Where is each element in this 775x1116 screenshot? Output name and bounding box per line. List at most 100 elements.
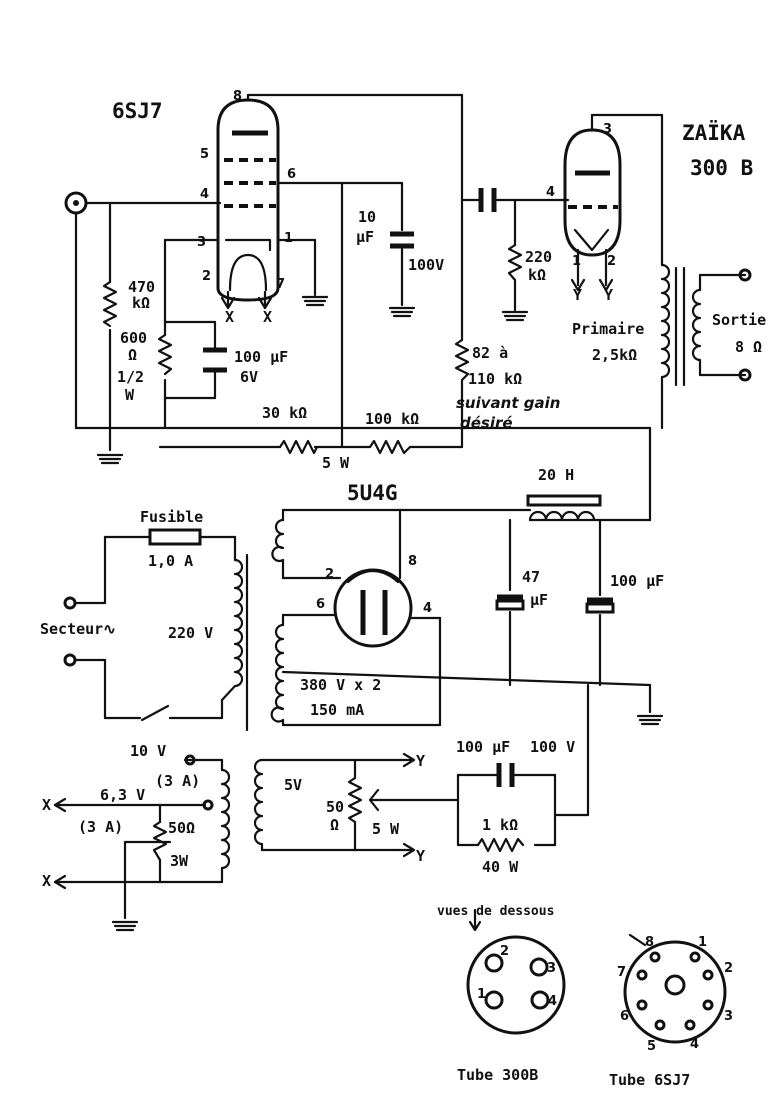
svg-text:6V: 6V	[240, 368, 258, 386]
arrow-left-icon	[53, 797, 67, 813]
svg-text:6,3 V: 6,3 V	[100, 786, 145, 804]
rectifier-filament-coil	[271, 518, 285, 563]
svg-text:8 Ω: 8 Ω	[735, 338, 762, 356]
output-secondary-coil	[691, 288, 702, 362]
svg-text:100V: 100V	[408, 256, 444, 274]
svg-text:Ω: Ω	[128, 346, 137, 364]
arrow-right-icon	[398, 752, 416, 768]
tube-5u4g-label: 5U4G	[347, 481, 398, 505]
ground-icon	[636, 714, 664, 726]
tube-300b-label-1: ZAÏKA	[682, 120, 746, 145]
arrow-down-icon	[570, 278, 586, 292]
svg-text:5V: 5V	[284, 776, 302, 794]
tube-300b-base	[466, 935, 566, 1035]
ht-secondary-coil	[270, 623, 285, 723]
resistor-pot-50	[347, 776, 363, 824]
tube-300b-caption: Tube 300B	[457, 1066, 538, 1084]
svg-text:1: 1	[572, 254, 581, 269]
svg-text:220 V: 220 V	[168, 624, 213, 642]
resistor-1k	[476, 837, 525, 853]
cathode	[224, 238, 272, 252]
svg-text:5 W: 5 W	[372, 820, 400, 838]
arrow-down-icon	[220, 296, 236, 310]
svg-text:Y: Y	[573, 286, 582, 304]
filament-300b	[573, 228, 610, 252]
arrow-down-icon	[598, 278, 614, 292]
resistor-470k	[102, 280, 118, 328]
svg-text:470: 470	[128, 278, 155, 296]
tube-6sj7-caption: Tube 6SJ7	[609, 1071, 690, 1089]
svg-text:X: X	[42, 796, 51, 814]
ground-icon	[388, 306, 416, 318]
svg-text:2,5kΩ: 2,5kΩ	[592, 346, 637, 364]
labels: 6SJ7 ZAÏKA 300 B 5U4G 8 5 6 4 3 1 2 7 3 …	[40, 89, 766, 1089]
svg-text:Sortie: Sortie	[712, 311, 766, 329]
arrow-down-icon	[468, 908, 482, 932]
svg-text:4: 4	[548, 994, 557, 1009]
tube-5u4g	[333, 568, 413, 648]
svg-text:110 kΩ: 110 kΩ	[468, 370, 522, 388]
heater	[228, 253, 268, 292]
svg-text:Primaire: Primaire	[572, 320, 644, 338]
svg-text:1/2: 1/2	[117, 368, 144, 386]
svg-text:suivant gain: suivant gain	[456, 394, 560, 412]
svg-text:47: 47	[522, 568, 540, 586]
basing-caption: vues de dessous	[437, 904, 554, 919]
svg-text:600: 600	[120, 329, 147, 347]
grounds	[96, 295, 664, 932]
svg-text:4: 4	[690, 1037, 699, 1052]
svg-text:(3 A): (3 A)	[155, 772, 200, 790]
svg-text:8: 8	[233, 89, 242, 104]
svg-text:μF: μF	[530, 591, 548, 609]
fuse	[148, 528, 202, 546]
svg-text:2: 2	[724, 961, 733, 976]
arrow-right-icon	[398, 842, 416, 858]
svg-text:3: 3	[197, 235, 206, 250]
resistor-100k	[368, 439, 412, 455]
mains-switch	[140, 704, 170, 722]
svg-text:7: 7	[617, 965, 626, 980]
filament-5v-coil	[253, 758, 264, 852]
svg-text:4: 4	[200, 187, 209, 202]
svg-text:5: 5	[647, 1039, 656, 1054]
ground-icon	[111, 920, 139, 932]
svg-text:8: 8	[408, 554, 417, 569]
svg-text:X: X	[225, 308, 234, 326]
svg-text:Y: Y	[416, 752, 425, 770]
output-primary-coil	[660, 263, 671, 387]
tube-300b	[563, 128, 622, 257]
svg-text:désiré: désiré	[460, 414, 513, 432]
svg-text:4: 4	[546, 185, 555, 200]
svg-text:W: W	[125, 386, 135, 404]
svg-text:8: 8	[645, 935, 654, 950]
svg-text:1,0 A: 1,0 A	[148, 552, 193, 570]
svg-text:6: 6	[316, 597, 325, 612]
resistor-30k	[278, 439, 319, 455]
resistor-220k	[507, 243, 523, 282]
ground-icon	[501, 310, 529, 322]
choke-core	[526, 494, 602, 507]
svg-text:40 W: 40 W	[482, 858, 519, 876]
svg-text:1 kΩ: 1 kΩ	[482, 816, 518, 834]
svg-text:150 mA: 150 mA	[310, 701, 364, 719]
tube-6sj7	[216, 98, 280, 302]
heater-coil	[220, 768, 231, 872]
filament-5u4g	[346, 569, 400, 584]
svg-text:X: X	[263, 308, 272, 326]
svg-text:50: 50	[326, 798, 344, 816]
tube-6sj7-label: 6SJ7	[112, 99, 163, 123]
svg-text:Secteur∿: Secteur∿	[40, 620, 116, 638]
svg-text:100 μF: 100 μF	[610, 572, 664, 590]
ground-icon	[301, 295, 329, 307]
svg-text:20 H: 20 H	[538, 466, 574, 484]
svg-text:2: 2	[607, 254, 616, 269]
resistor-600	[157, 333, 173, 376]
tube-6sj7-base	[623, 940, 727, 1044]
svg-text:220: 220	[525, 248, 552, 266]
svg-text:Ω: Ω	[330, 816, 339, 834]
svg-text:4: 4	[423, 601, 432, 616]
svg-text:5 W: 5 W	[322, 454, 350, 472]
mains-primary-coil	[220, 558, 244, 702]
svg-text:Y: Y	[416, 847, 425, 865]
